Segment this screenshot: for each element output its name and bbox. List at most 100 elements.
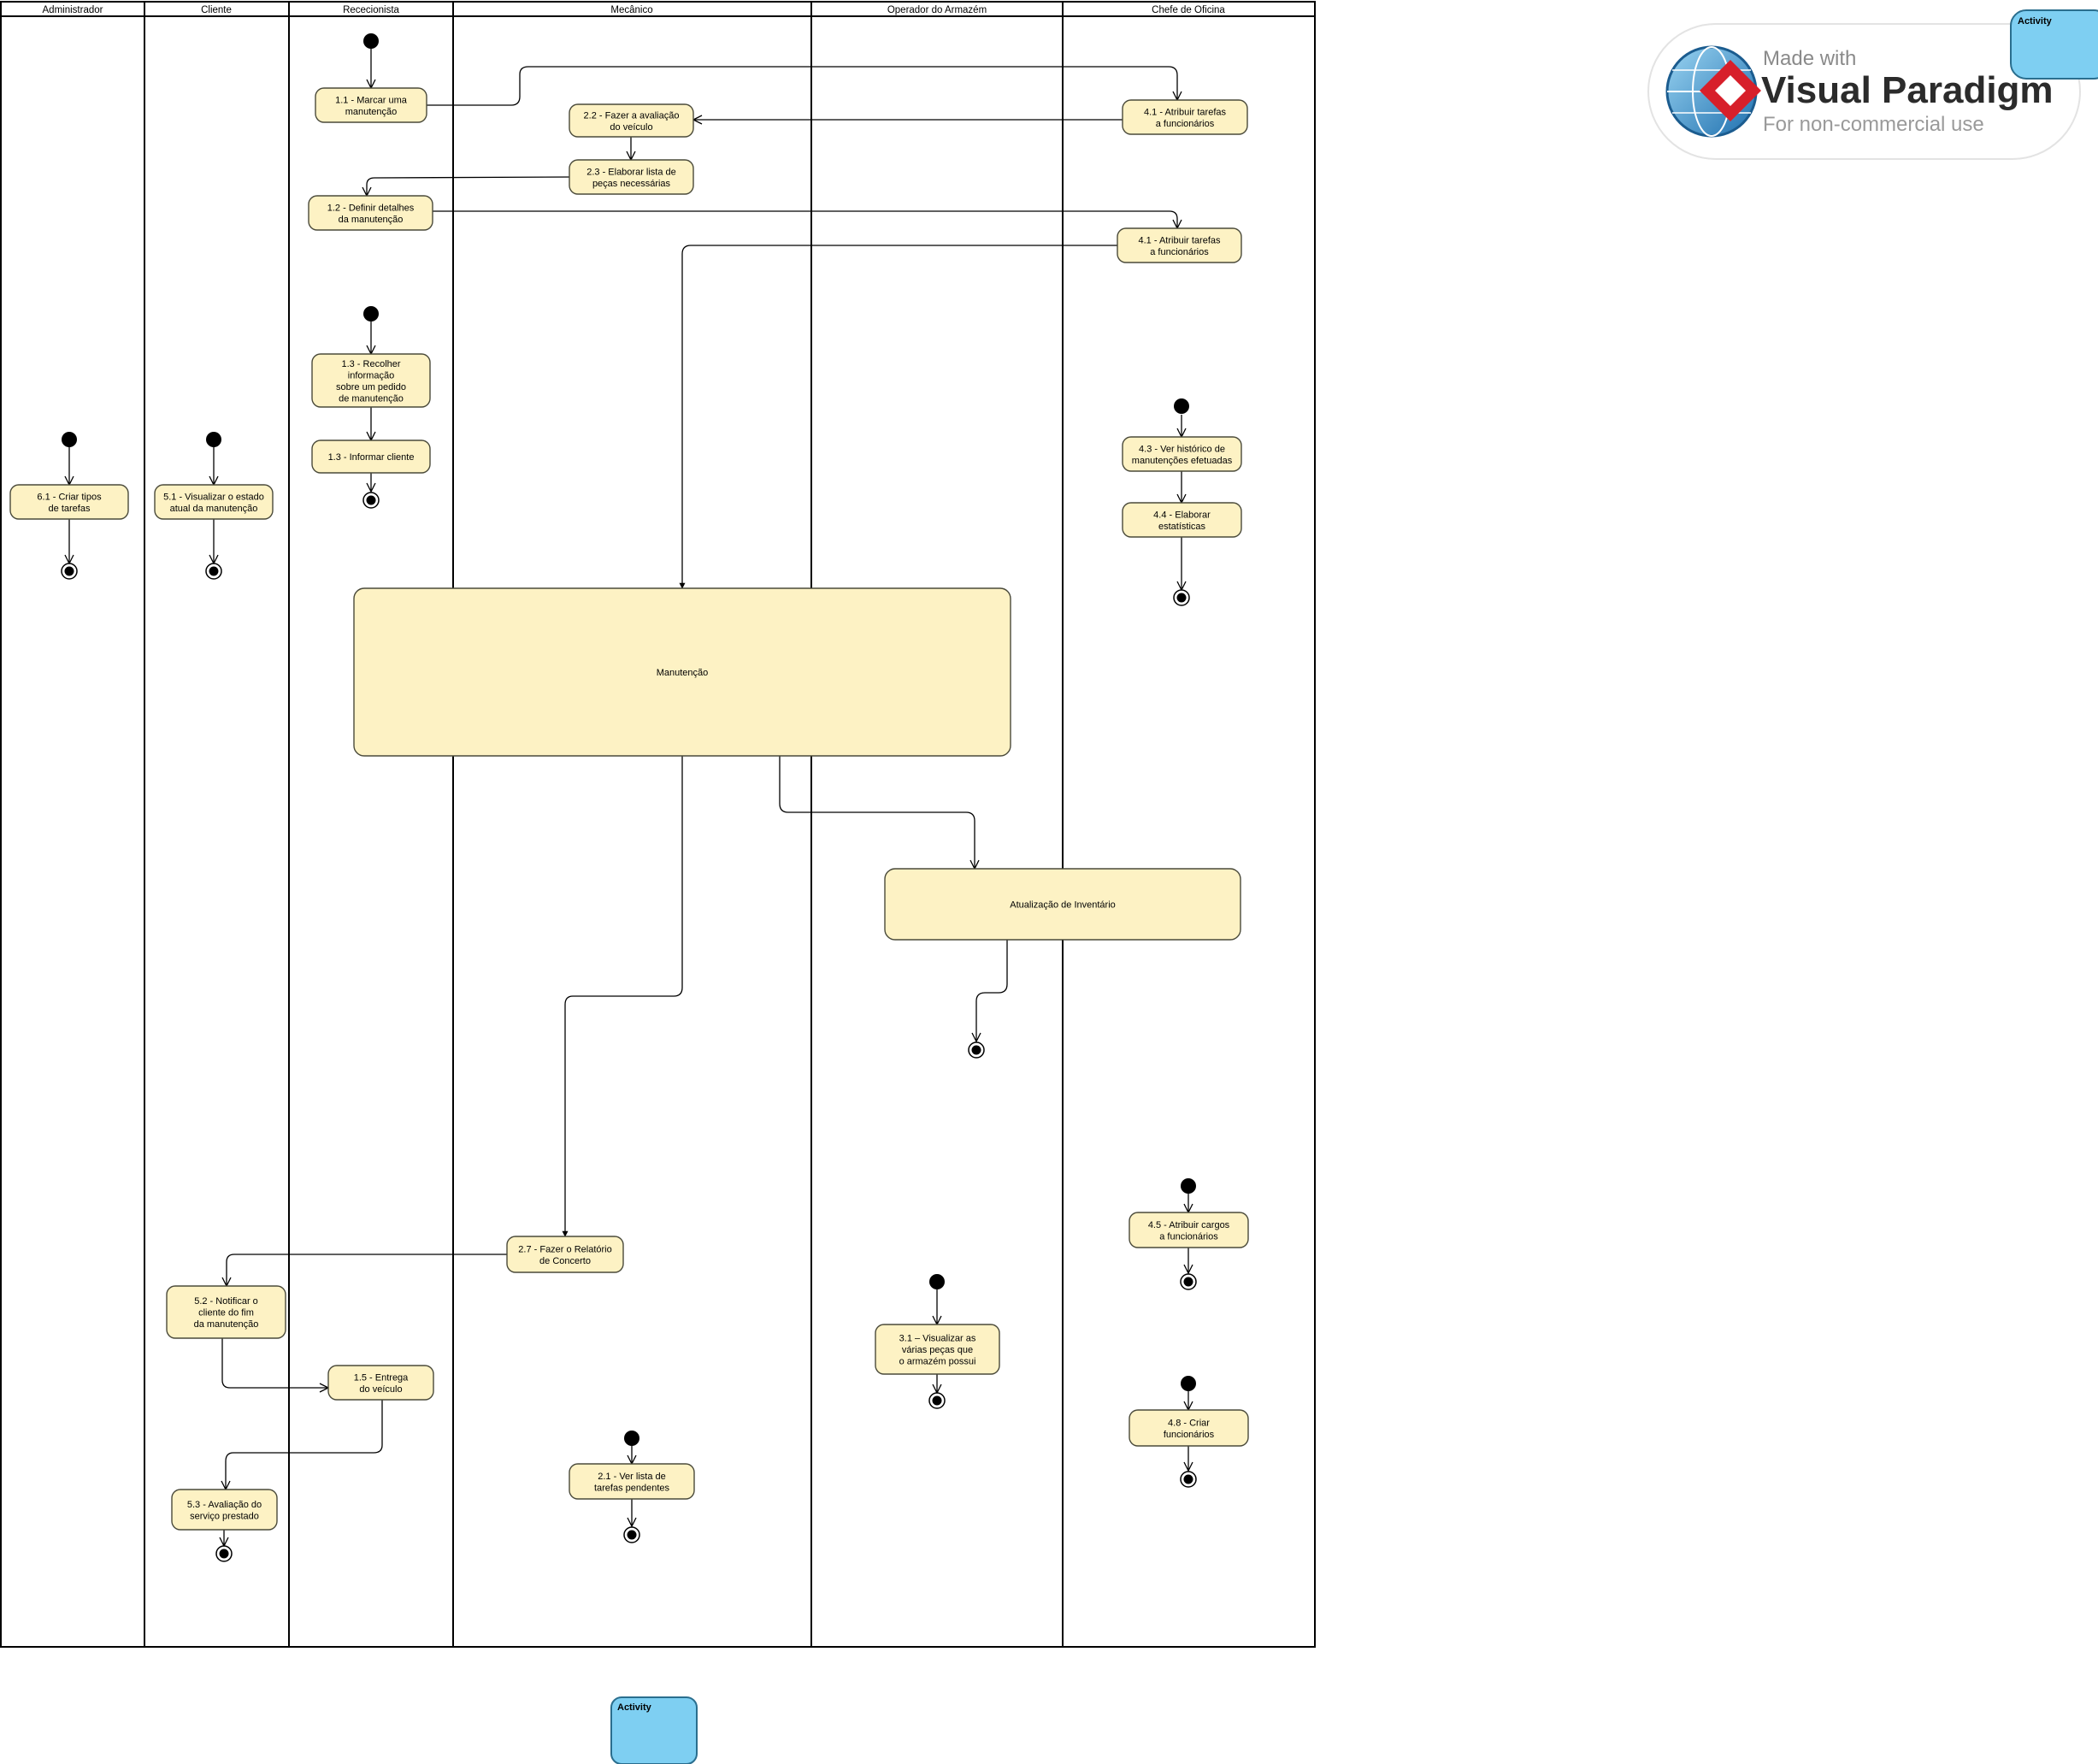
flow-edge: [779, 756, 975, 869]
activity-tag-top-label: Activity: [2018, 16, 2053, 27]
activity-label: 2.2 - Fazer a avaliação: [584, 110, 680, 121]
activity-manutencao[interactable]: Manutenção: [353, 587, 1011, 757]
flow-edge: [679, 245, 1117, 589]
flow-edge: [433, 210, 1177, 228]
activity-inventario[interactable]: Atualização de Inventário: [884, 868, 1241, 941]
activity-label: 3.1 – Visualizar as: [899, 1334, 976, 1344]
initial-node: [1181, 1376, 1196, 1391]
lane-title-mecanico: Mecânico: [610, 5, 652, 15]
activity-label: 4.5 - Atribuir cargos: [1148, 1220, 1230, 1230]
activity-box: [1122, 502, 1242, 538]
lane-title-cliente: Cliente: [201, 5, 232, 15]
activity-box: [1129, 1212, 1249, 1248]
activity-label: a funcionários: [1150, 247, 1209, 257]
activity-label: tarefas pendentes: [594, 1483, 670, 1493]
activity-label: 1.5 - Entrega: [354, 1372, 409, 1383]
final-node: [968, 1041, 985, 1059]
flow-edge: [427, 66, 1177, 106]
activity-label: de Concerto: [539, 1256, 591, 1266]
final-node: [362, 492, 380, 509]
activity-label: do veículo: [359, 1384, 402, 1395]
activity-tag-bottom[interactable]: Activity: [610, 1696, 698, 1764]
final-node: [205, 563, 222, 580]
activity-label: 1.3 - Informar cliente: [328, 452, 415, 463]
activity-label: 1.2 - Definir detalhes: [327, 203, 415, 213]
flow-edge: [221, 1338, 328, 1388]
lane-title-chefe-oficina: Chefe de Oficina: [1152, 5, 1225, 15]
activity-box: [569, 1463, 695, 1500]
activity-box: [506, 1236, 624, 1273]
activity-label: o armazém possui: [899, 1357, 976, 1367]
activity-label: informação: [348, 370, 394, 381]
activity-label: da manutenção: [194, 1319, 259, 1330]
activity-box: [327, 1365, 434, 1401]
watermark-line2: Visual Paradigm: [1761, 69, 2054, 111]
activity-box: [171, 1489, 278, 1531]
activity-a12[interactable]: 1.2 - Definir detalhes da manutenção: [308, 195, 433, 231]
activity-box: [1117, 227, 1242, 263]
activity-label: 4.1 - Atribuir tarefas: [1139, 235, 1221, 245]
initial-node: [624, 1431, 639, 1446]
final-node: [1180, 1471, 1197, 1488]
activity-label: manutenções efetuadas: [1132, 456, 1233, 466]
flow-edge: [227, 1254, 507, 1286]
activity-box: [1122, 99, 1248, 135]
lane-title-operador-armazem: Operador do Armazém: [887, 5, 987, 15]
activity-label: do veículo: [610, 122, 652, 133]
activity-a41b[interactable]: 4.1 - Atribuir tarefas a funcionários: [1117, 227, 1242, 263]
activity-label: sobre um pedido: [336, 382, 406, 392]
activity-tag-top[interactable]: Activity: [2010, 9, 2098, 80]
final-node: [928, 1392, 946, 1409]
activity-box: [353, 587, 1011, 757]
lane-title-administrador: Administrador: [43, 5, 103, 15]
final-node: [215, 1545, 233, 1562]
activity-box: [9, 484, 129, 520]
activity-label: 5.1 - Visualizar o estado: [163, 492, 264, 502]
initial-node: [206, 432, 221, 447]
initial-node: [929, 1274, 945, 1289]
final-node: [1173, 589, 1190, 606]
activity-label: atual da manutenção: [170, 504, 258, 514]
activity-box: [1129, 1409, 1249, 1447]
flow-edge: [367, 176, 570, 196]
activity-box: [875, 1324, 1000, 1375]
activity-box: [569, 159, 694, 195]
activity-label: serviço prestado: [190, 1511, 259, 1521]
activity-label: 1.1 - Marcar uma: [335, 95, 408, 105]
activity-box: [1122, 436, 1242, 472]
lane-title-rececionista: Rececionista: [343, 5, 399, 15]
activity-box: [311, 353, 431, 408]
activity-box: [308, 195, 433, 231]
flow-edge: [226, 1400, 383, 1490]
activity-box: [569, 103, 694, 138]
activity-a51[interactable]: 5.1 - Visualizar o estado atual da manute…: [154, 484, 274, 520]
watermark-line1: Made with: [1763, 47, 1856, 70]
activity-label: peças necessárias: [592, 179, 671, 189]
activity-label: 1.3 - Recolher: [341, 359, 400, 369]
control-flows: [69, 48, 1188, 1546]
activity-label: Atualização de Inventário: [1010, 900, 1116, 911]
visual-paradigm-watermark: Made with Visual Paradigm For non-commer…: [1647, 23, 2081, 160]
activity-label: da manutenção: [339, 215, 404, 225]
activity-a13b[interactable]: 1.3 - Informar cliente: [311, 440, 431, 474]
activity-label: a funcionários: [1156, 119, 1215, 129]
activity-tag-bottom-label: Activity: [617, 1702, 652, 1713]
